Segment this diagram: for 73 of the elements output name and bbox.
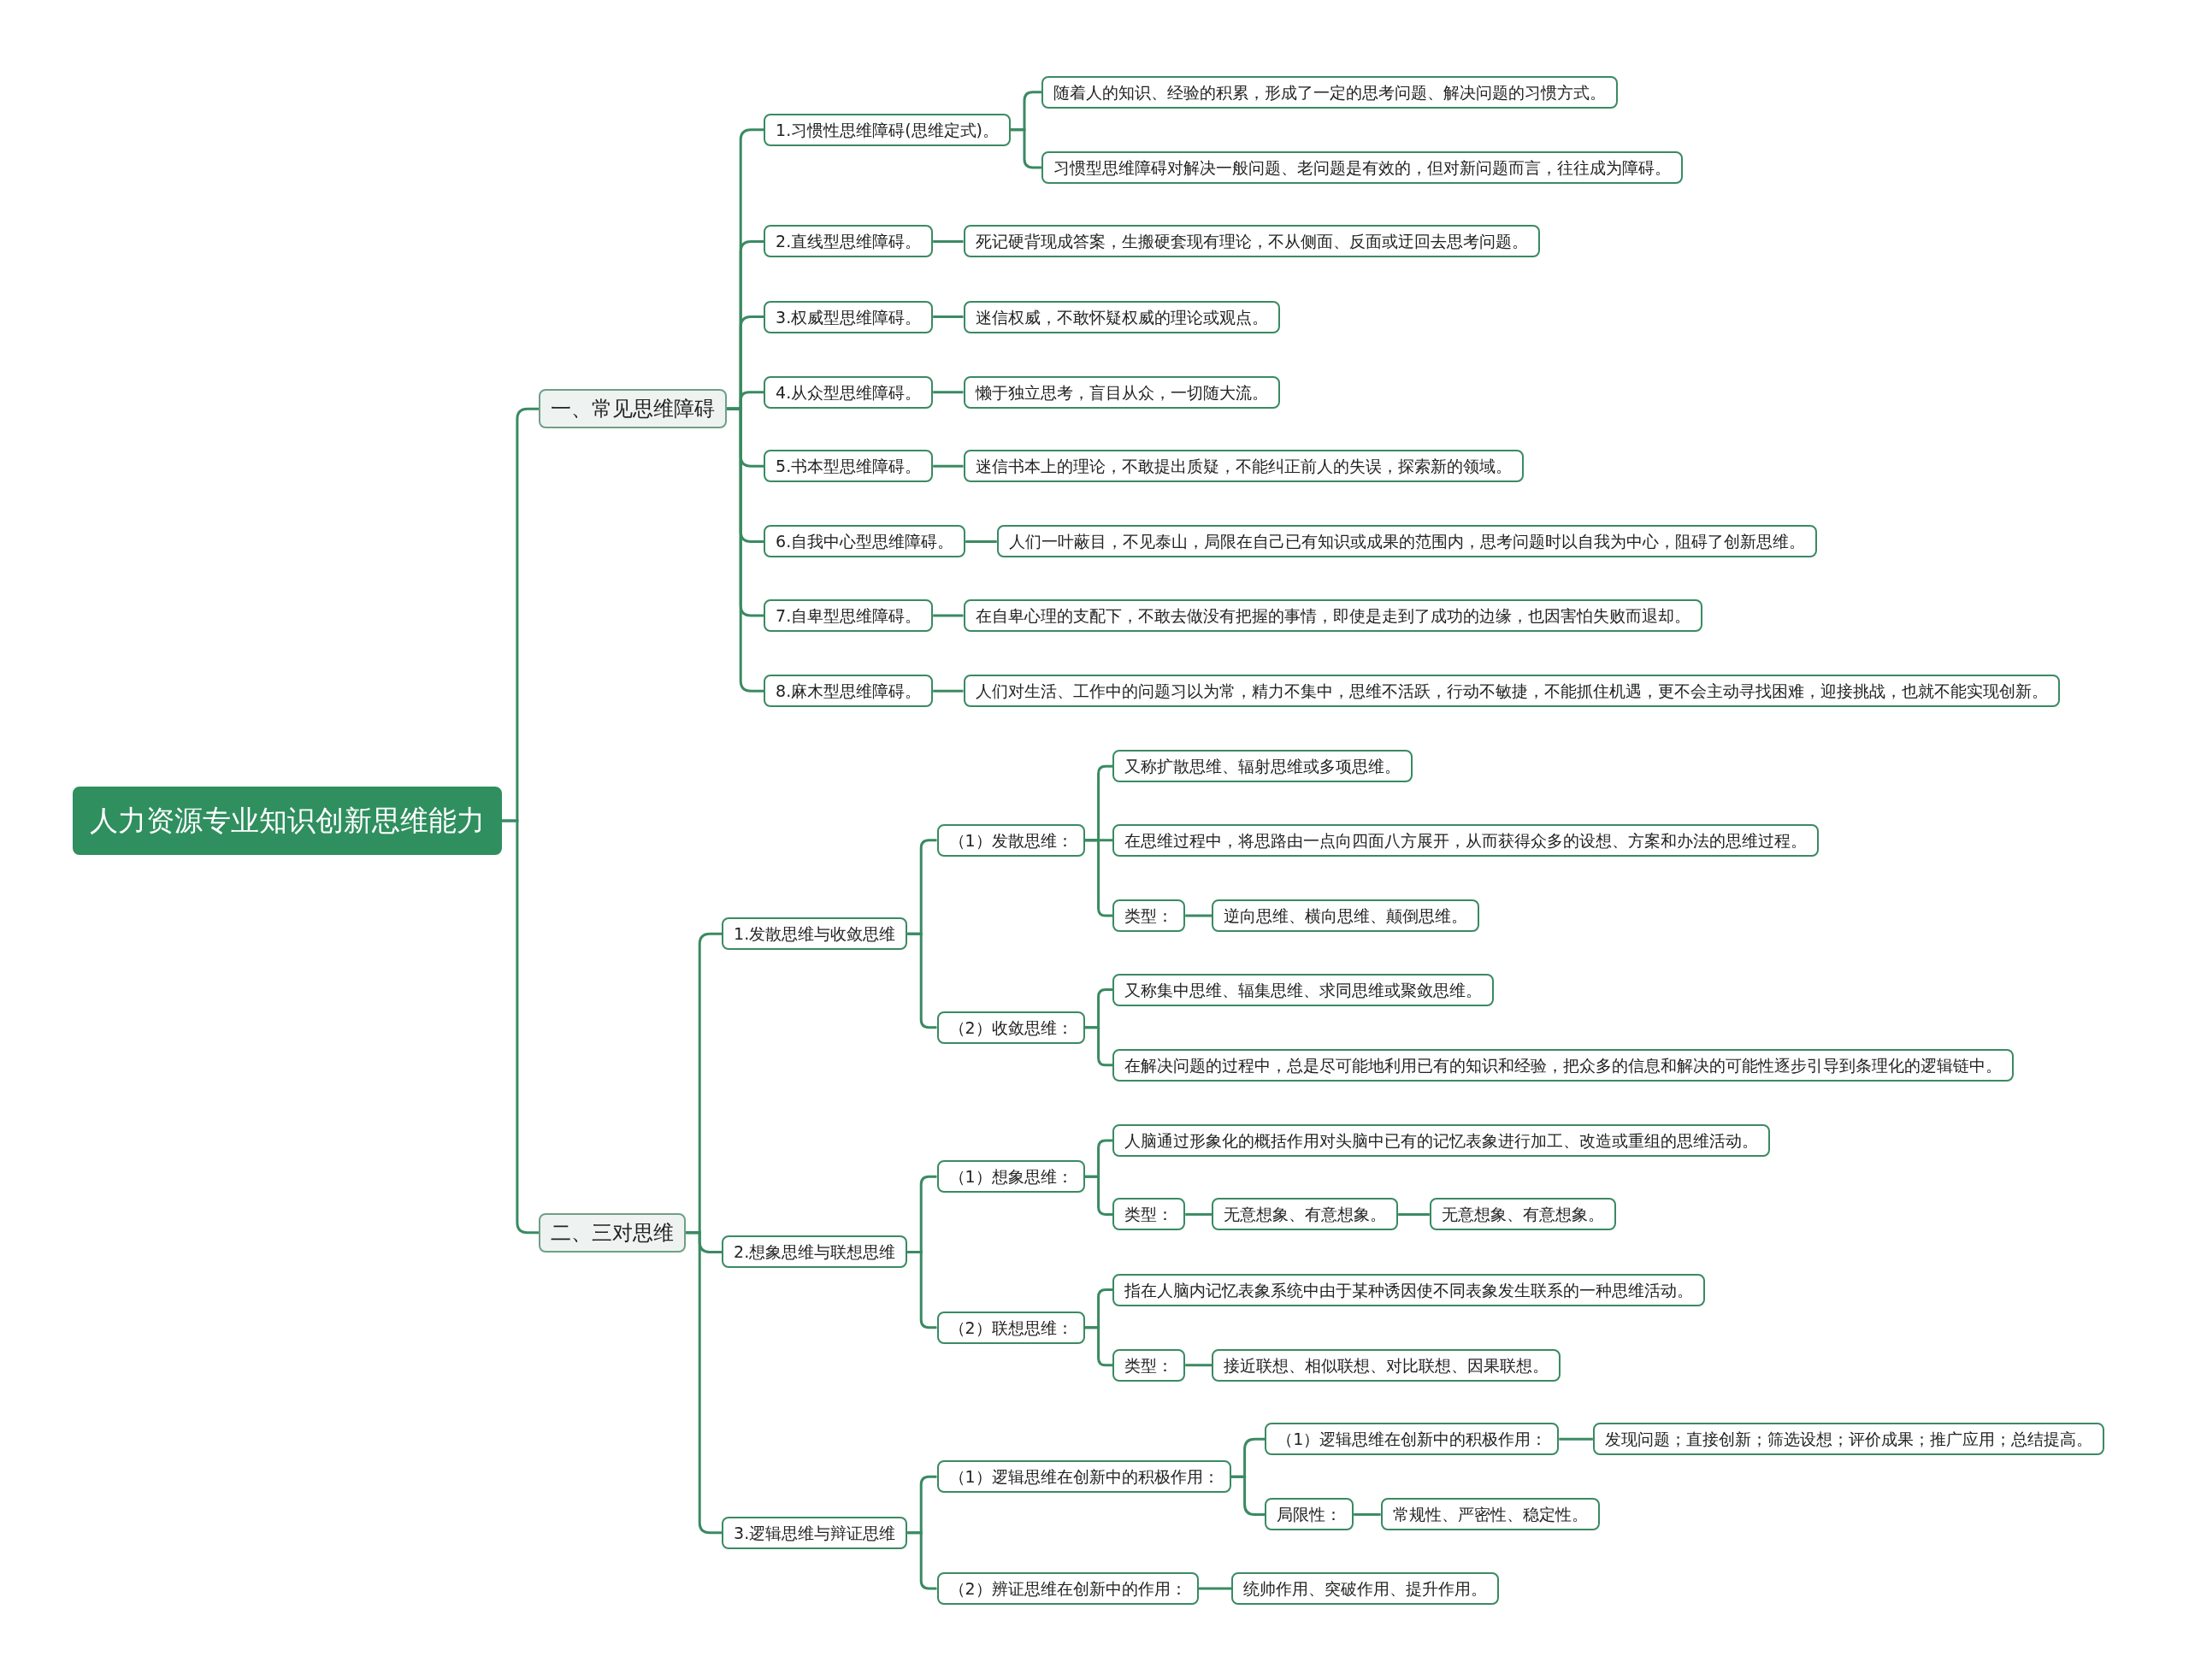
- connector-line: [933, 391, 964, 394]
- topic-box: 接近联想、相似联想、对比联想、因果联想。: [1212, 1348, 1561, 1382]
- connector-line: [965, 539, 997, 543]
- connector-line: [1084, 1175, 1113, 1216]
- topic-box: 习惯型思维障碍对解决一般问题、老问题是有效的，但对新问题而言，往往成为障碍。: [1041, 150, 1683, 184]
- connector-line: [1559, 1437, 1593, 1441]
- topic-box: 随着人的知识、经验的积累，形成了一定的思考问题、解决问题的习惯方式。: [1041, 75, 1618, 109]
- topic-box: 3.权威型思维障碍。: [764, 300, 934, 333]
- topic-box: 人脑通过形象化的概括作用对头脑中已有的记忆表象进行加工、改造或重组的思维活动。: [1112, 1123, 1771, 1157]
- connector-line: [907, 1531, 937, 1590]
- topic-box: 迷信书本上的理论，不敢提出质疑，不能纠正前人的失误，探索新的领域。: [963, 450, 1524, 483]
- topic-box: 1.发散思维与收敛思维: [722, 917, 908, 951]
- root-topic: 人力资源专业知识创新思维能力: [72, 787, 502, 855]
- connector-line: [933, 239, 964, 243]
- connector-line: [933, 689, 964, 693]
- topic-box: （1）逻辑思维在创新中的积极作用：: [936, 1460, 1231, 1494]
- connector-line: [1185, 914, 1213, 917]
- topic-box: 无意想象、有意想象。: [1212, 1198, 1399, 1231]
- connector-line: [1185, 1364, 1213, 1367]
- connector-line: [1084, 839, 1113, 917]
- connector-line: [933, 464, 964, 468]
- topic-box: 统帅作用、突破作用、提升作用。: [1231, 1571, 1499, 1605]
- topic-box: 1.习惯性思维障碍(思维定式)。: [764, 113, 1011, 146]
- topic-box: 逆向思维、横向思维、颠倒思维。: [1212, 899, 1480, 932]
- topic-box: 发现问题；直接创新；筛选设想；评价成果；推广应用；总结提高。: [1592, 1423, 2104, 1456]
- topic-box: 2.想象思维与联想思维: [722, 1235, 908, 1269]
- topic-box: 又称集中思维、辐集思维、求同思维或聚敛思维。: [1112, 973, 1495, 1006]
- topic-box: 在解决问题的过程中，总是尽可能地利用已有的知识和经验，把众多的信息和解决的可能性逐步引导到条理化的逻辑链中。: [1112, 1048, 2015, 1082]
- topic-box: 8.麻木型思维障碍。: [764, 675, 934, 708]
- topic-box: （2）收敛思维：: [936, 1011, 1085, 1044]
- topic-box: 人们一叶蔽目，不见泰山，局限在自己已有知识或成果的范围内，思考问题时以自我为中心，阻碍了创新思维。: [996, 525, 1817, 558]
- connector-line: [933, 614, 964, 617]
- connector-line: [1398, 1212, 1430, 1216]
- topic-box: （2）联想思维：: [936, 1311, 1085, 1344]
- topic-box: 类型：: [1112, 1198, 1186, 1231]
- topic-box: 在自卑心理的支配下，不敢去做没有把握的事情，即使是走到了成功的边缘，也因害怕失败而退却。: [963, 599, 1702, 632]
- topic-box: 6.自我中心型思维障碍。: [764, 525, 966, 558]
- topic-box: 局限性：: [1265, 1498, 1354, 1531]
- topic-box: 一、常见思维障碍: [539, 389, 728, 429]
- topic-box: 2.直线型思维障碍。: [764, 225, 934, 258]
- topic-box: 4.从众型思维障碍。: [764, 375, 934, 409]
- connector-line: [1084, 1326, 1113, 1367]
- topic-box: （2）辨证思维在创新中的作用：: [936, 1571, 1199, 1605]
- topic-box: 类型：: [1112, 899, 1186, 932]
- connector-line: [1230, 1475, 1266, 1516]
- topic-box: 又称扩散思维、辐射思维或多项思维。: [1112, 750, 1413, 783]
- topic-box: 3.逻辑思维与辩证思维: [722, 1516, 908, 1549]
- connector-line: [1011, 128, 1041, 169]
- connector-line: [907, 932, 937, 1029]
- topic-box: （1）想象思维：: [936, 1160, 1085, 1194]
- connector-line: [933, 315, 964, 319]
- topic-box: 迷信权威，不敢怀疑权威的理论或观点。: [963, 300, 1280, 333]
- topic-box: 懒于独立思考，盲目从众，一切随大流。: [963, 375, 1280, 409]
- connector-line: [501, 819, 540, 1235]
- topic-box: 人们对生活、工作中的问题习以为常，精力不集中，思维不活跃，行动不敏捷，不能抓住机遇，更不会主动寻找困难，迎接挑战，也就不能实现创新。: [963, 675, 2060, 708]
- connector-line: [1084, 1026, 1113, 1067]
- topic-box: 在思维过程中，将思路由一点向四面八方展开，从而获得众多的设想、方案和办法的思维过程。: [1112, 823, 1820, 857]
- topic-box: 7.自卑型思维障碍。: [764, 599, 934, 632]
- connector-line: [686, 1231, 723, 1535]
- topic-box: 二、三对思维: [539, 1212, 687, 1253]
- topic-box: 无意想象、有意想象。: [1429, 1198, 1616, 1231]
- connector-line: [907, 1251, 937, 1329]
- topic-box: 类型：: [1112, 1348, 1186, 1382]
- topic-box: （1）逻辑思维在创新中的积极作用：: [1265, 1423, 1560, 1456]
- topic-box: （1）发散思维：: [936, 823, 1085, 857]
- topic-box: 常规性、严密性、稳定性。: [1380, 1498, 1600, 1531]
- topic-box: 指在人脑内记忆表象系统中由于某种诱因使不同表象发生联系的一种思维活动。: [1112, 1273, 1706, 1306]
- topic-box: 5.书本型思维障碍。: [764, 450, 934, 483]
- connector-line: [1185, 1212, 1213, 1216]
- connector-line: [1198, 1587, 1231, 1590]
- connector-line: [727, 407, 764, 693]
- topic-box: 死记硬背现成答案，生搬硬套现有理论，不从侧面、反面或迂回去思考问题。: [963, 225, 1540, 258]
- connector-line: [1354, 1512, 1381, 1516]
